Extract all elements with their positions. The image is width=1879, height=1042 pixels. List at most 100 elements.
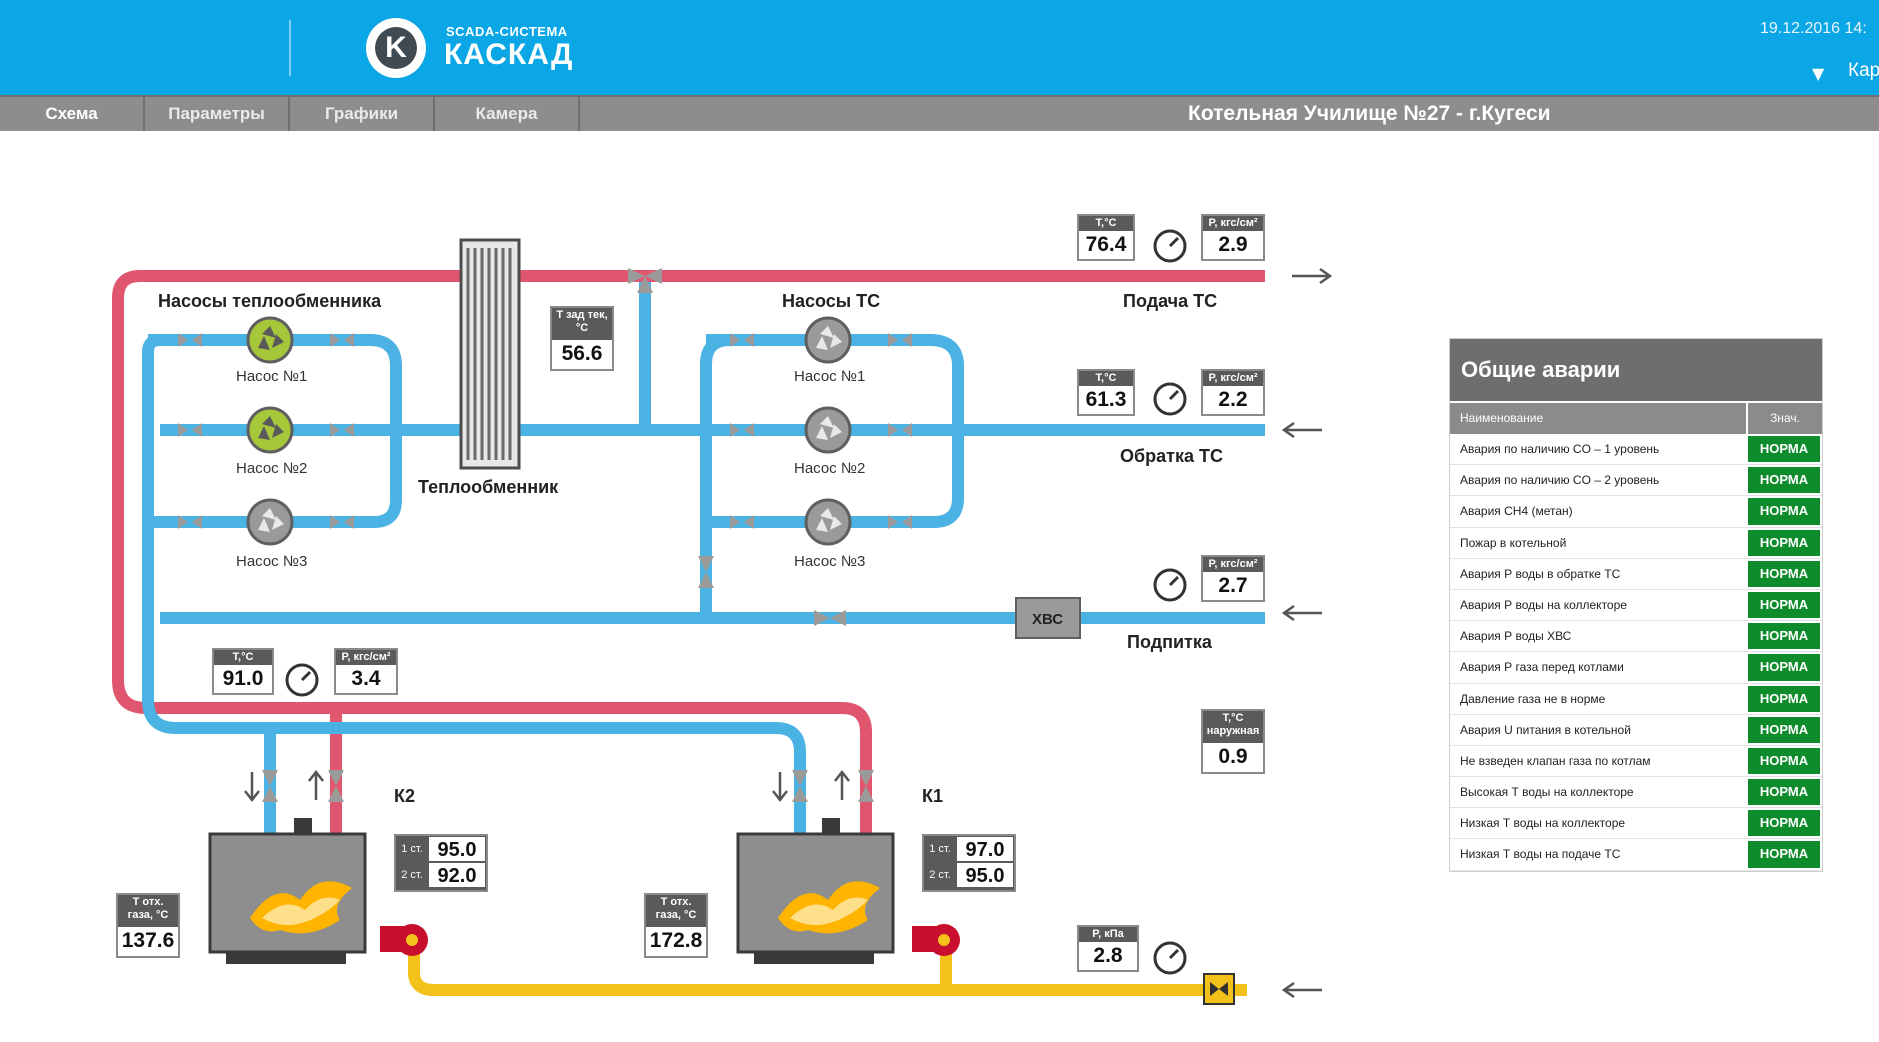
k2-flue-gas-value: 137.6 [121,929,175,952]
table-row[interactable]: Авария по наличию CO – 2 уровень НОРМА [1450,465,1822,497]
status-badge: НОРМА [1748,810,1820,837]
k2-stage1-value: 95.0 [429,837,485,861]
kaskad-logo-icon: K [366,18,426,78]
flow-arrows [244,267,1333,999]
status-badge: НОРМА [1748,436,1820,463]
ts-pump-1-label: Насос №1 [794,368,865,385]
ts-pumps-title: Насосы ТС [782,291,880,311]
return-temp-value: 61.3 [1085,388,1127,411]
chevron-down-icon[interactable]: ▼ [1812,64,1825,83]
indicator-caption: T отх. газа, °С [118,895,178,927]
tab-parameters[interactable]: Параметры [145,97,290,131]
indicator-caption: P, кгс/см² [1203,216,1263,231]
setpoint-temp-value: 56.6 [561,342,603,365]
alarm-name: Авария Р газа перед котлами [1460,660,1624,675]
alarm-name: Авария по наличию CO – 2 уровень [1460,473,1660,488]
k1-flue-gas-value: 172.8 [649,929,703,952]
k2-stage-values: 1 ст.95.0 2 ст.92.0 [394,834,488,892]
return-pressure-value: 2.2 [1218,388,1248,411]
hx-pump-1-icon[interactable] [246,316,294,364]
boiler-k2[interactable] [208,818,428,964]
current-datetime: 19.12.2016 14: [1760,20,1867,37]
gas-valve-icon[interactable] [1203,973,1235,1005]
boiler-outlet-temp-value: 91.0 [222,667,264,690]
status-badge: НОРМА [1748,623,1820,650]
stage-label: 1 ст. [401,843,423,855]
indicator-caption: T,°C [1079,216,1133,231]
alarm-name: Пожар в котельной [1460,535,1567,550]
logo-letter: K [375,27,417,69]
ts-pump-2-label: Насос №2 [794,460,865,477]
alarm-name: Авария Р воды на коллекторе [1460,597,1627,612]
indicator-caption: P, кгс/см² [336,650,396,665]
table-row[interactable]: Авария Р воды в обратке ТС НОРМА [1450,559,1822,590]
alarm-col-value: Знач. [1770,411,1800,425]
nav-bar: Схема Параметры Графики Камера Котельная… [0,95,1879,131]
three-way-valve [628,268,662,293]
status-badge: НОРМА [1748,467,1820,494]
stage-label: 1 ст. [929,843,951,855]
indicator-caption: T,°C [1079,371,1133,386]
heat-exchanger-label: Теплообменник [418,477,559,497]
status-badge: НОРМА [1748,716,1820,743]
alarm-col-name: Наименование [1450,403,1748,434]
hx-pump-2-icon[interactable] [246,406,294,454]
supply-label: Подача ТС [1123,291,1217,311]
alarm-name: Не взведен клапан газа по котлам [1460,753,1651,768]
boiler-outlet-pressure-indicator: P, кгс/см² 3.4 [334,648,398,695]
boiler-k2-label: К2 [394,786,415,806]
indicator-caption: T отх. газа, °С [646,895,706,927]
indicator-caption: P, кгс/см² [1203,557,1263,572]
hx-pump-1-label: Насос №1 [236,368,307,385]
makeup-label: Подпитка [1127,632,1213,652]
status-badge: НОРМА [1748,654,1820,681]
status-badge: НОРМА [1748,560,1820,587]
logo-subtitle: SCADA-СИСТЕМА [446,24,568,39]
return-label: Обратка ТС [1120,446,1223,466]
status-badge: НОРМА [1748,779,1820,806]
supply-pressure-indicator: P, кгс/см² 2.9 [1201,214,1265,261]
makeup-pressure-indicator: P, кгс/см² 2.7 [1201,555,1265,602]
tab-charts[interactable]: Графики [290,97,435,131]
k2-stage2-value: 92.0 [429,863,485,887]
status-badge: НОРМА [1748,498,1820,525]
boiler-k1[interactable] [736,818,960,964]
hvs-label: ХВС [1032,611,1063,628]
boiler-outlet-temp-indicator: T,°C 91.0 [212,648,274,695]
tab-scheme[interactable]: Схема [0,97,145,131]
indicator-caption: Т зад тек, °С [552,308,612,340]
alarm-name: Давление газа не в норме [1460,691,1606,706]
tab-camera[interactable]: Камера [435,97,580,131]
hx-pump-3-icon[interactable] [246,498,294,546]
outdoor-temp-value: 0.9 [1218,745,1248,768]
user-menu[interactable]: Кар [1848,60,1879,81]
alarm-name: Высокая Т воды на коллекторе [1460,785,1634,800]
page-title: Котельная Училище №27 - г.Кугеси [1188,102,1551,125]
hx-pump-3-label: Насос №3 [236,553,307,570]
ts-pump-2-icon[interactable] [804,406,852,454]
gas-pressure-value: 2.8 [1093,944,1123,967]
supply-temp-value: 76.4 [1085,233,1127,256]
hvs-unit [1015,597,1081,639]
return-pressure-indicator: P, кгс/см² 2.2 [1201,369,1265,416]
ts-pump-3-icon[interactable] [804,498,852,546]
alarm-name: Авария Р воды в обратке ТС [1460,566,1621,581]
table-row[interactable]: Авария CH4 (метан)НОРМА [1450,496,1822,528]
app-header: K SCADA-СИСТЕМА КАСКАД 19.12.2016 14: ▼ … [0,0,1879,95]
heat-exchanger [459,238,521,470]
table-row[interactable]: Высокая Т воды на коллекторе НОРМА [1450,777,1822,809]
table-row[interactable]: Авария Р газа перед котлами НОРМА [1450,652,1822,684]
return-temp-indicator: T,°C 61.3 [1077,369,1135,416]
ts-pump-1-icon[interactable] [804,316,852,364]
indicator-caption: P, кПа [1079,927,1137,942]
alarm-panel: Общие аварии Наименование Знач. Авария п… [1449,338,1823,872]
